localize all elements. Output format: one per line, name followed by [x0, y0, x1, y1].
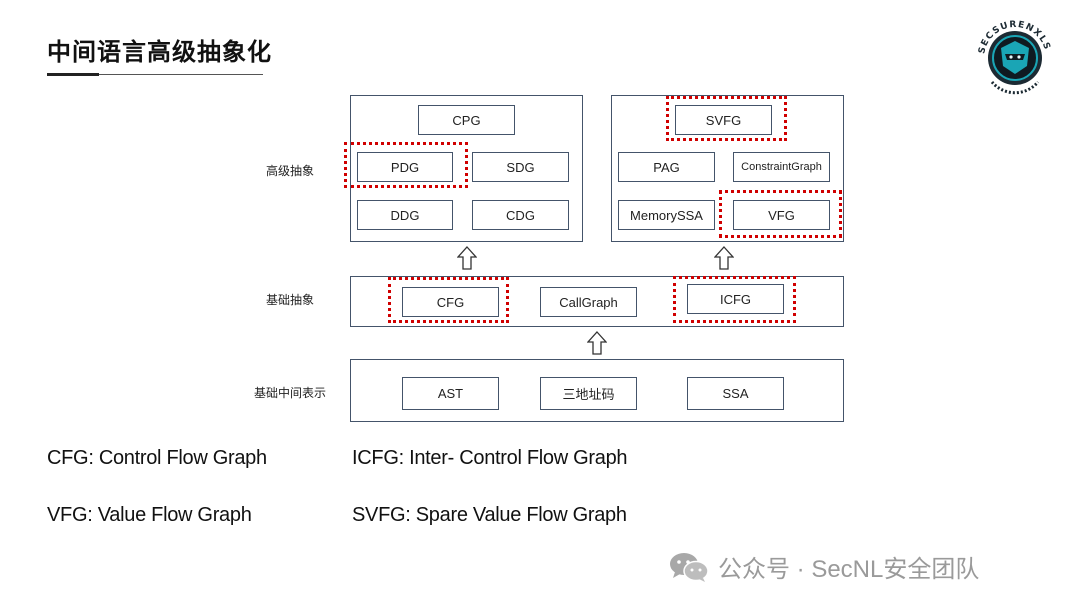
wechat-icon — [670, 552, 709, 582]
highlight-icfg — [673, 276, 796, 323]
watermark-text: 公众号 · SecNL安全团队 — [718, 556, 980, 583]
node-pag: PAG — [618, 152, 715, 182]
title-underline-accent — [47, 73, 99, 76]
secsurenxls-logo: SECSURENXLS — [977, 20, 1051, 95]
node-svfg: SVFG — [675, 105, 772, 135]
node-pdg: PDG — [357, 152, 453, 182]
node-callgraph: CallGraph — [540, 287, 637, 317]
node-icfg: ICFG — [687, 284, 784, 314]
node-ssa: SSA — [687, 377, 784, 410]
up-hollow-arrow-icon — [587, 331, 607, 355]
level-label-basic-ir: 基础中间表示 — [254, 386, 327, 400]
node-ast: AST — [402, 377, 499, 410]
up-hollow-arrow-icon — [457, 246, 477, 270]
watermark: 公众号 · SecNL安全团队 — [668, 549, 979, 584]
legend-vfg: VFG: Value Flow Graph — [47, 504, 252, 526]
node-ddg: DDG — [357, 200, 453, 230]
level-label-advanced: 高级抽象 — [266, 164, 315, 178]
node-cpg: CPG — [418, 105, 515, 135]
node-sdg: SDG — [472, 152, 569, 182]
up-hollow-arrow-icon — [714, 246, 734, 270]
highlight-pdg — [344, 142, 468, 188]
node-memoryssa: MemorySSA — [618, 200, 715, 230]
title-underline — [47, 74, 263, 75]
node-cfg: CFG — [402, 287, 499, 317]
highlight-svfg — [666, 96, 787, 141]
node-constraintgraph: ConstraintGraph — [733, 152, 830, 182]
highlight-cfg — [388, 277, 509, 323]
page-title: 中间语言高级抽象化 — [47, 39, 272, 66]
level-label-basic-abstraction: 基础抽象 — [266, 293, 315, 307]
node-cdg: CDG — [472, 200, 569, 230]
node-vfg: VFG — [733, 200, 830, 230]
node-three-address-code: 三地址码 — [540, 377, 637, 410]
legend-svfg: SVFG: Spare Value Flow Graph — [352, 504, 627, 526]
legend-cfg: CFG: Control Flow Graph — [47, 447, 267, 469]
legend-icfg: ICFG: Inter- Control Flow Graph — [352, 447, 628, 469]
highlight-vfg — [719, 190, 842, 238]
